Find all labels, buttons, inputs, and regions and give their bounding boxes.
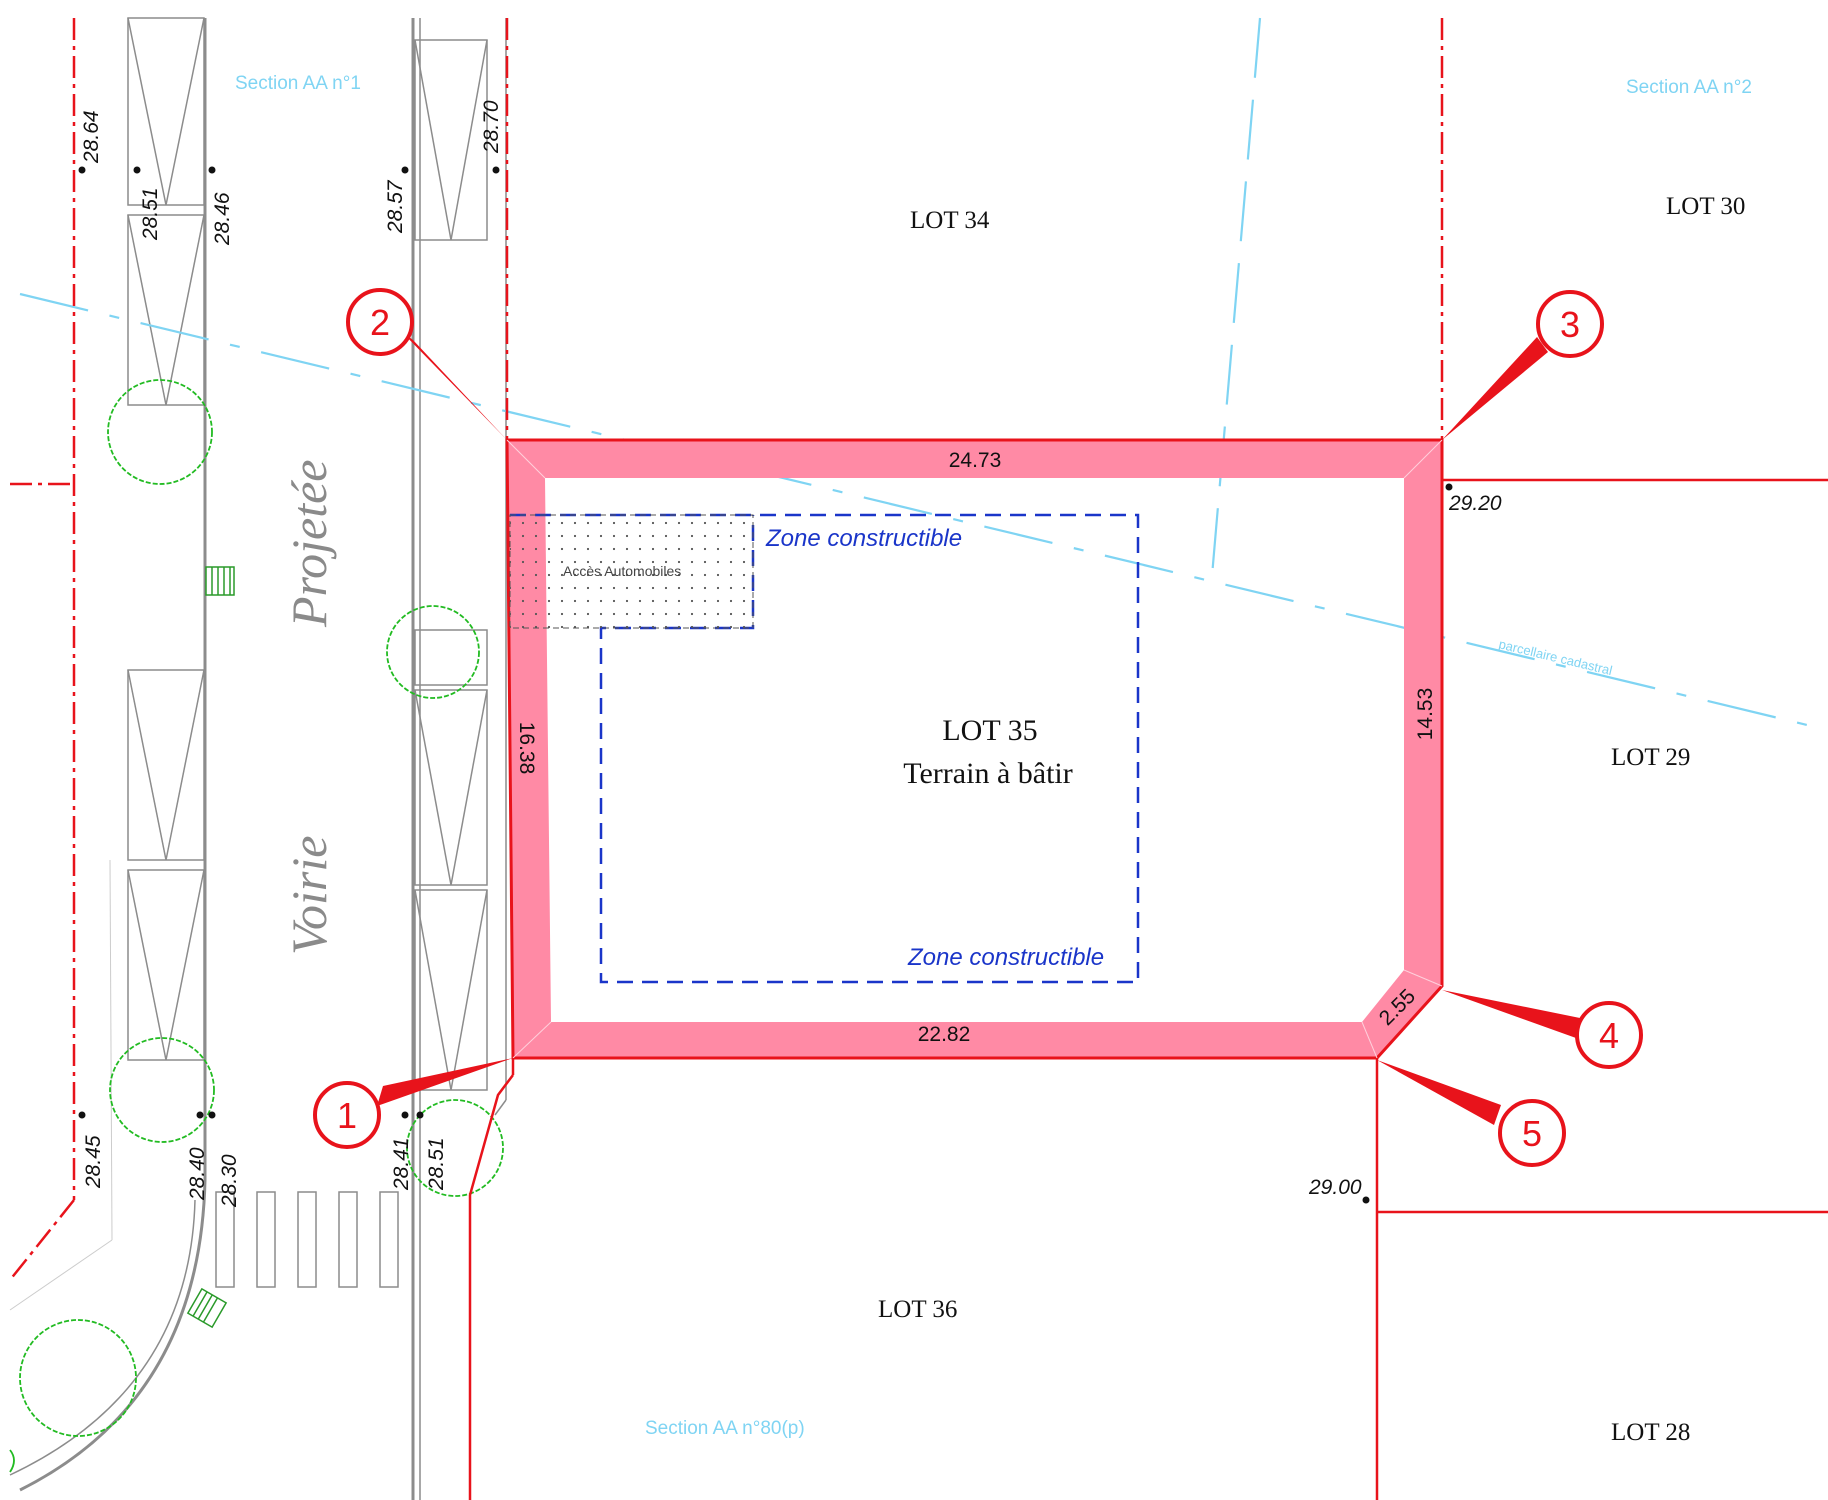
lot-35-label: LOT 35: [942, 714, 1037, 747]
tree-icon: [406, 1099, 504, 1197]
altitude-label: 28.46: [211, 192, 234, 246]
altitude-label: 29.20: [1448, 492, 1502, 515]
tree-icon: [386, 605, 480, 699]
road-curve-inner: [9, 1199, 196, 1476]
road-curve: [19, 1179, 207, 1492]
marker-pointer: [1442, 337, 1548, 440]
parking-bay: [127, 17, 205, 206]
section-label: Section AA n°2: [1626, 77, 1752, 98]
road-name-word: Projetée: [281, 459, 337, 628]
parking-bay: [414, 39, 488, 241]
parking-bay: [414, 689, 488, 886]
faint-line: [109, 859, 113, 1241]
altitude-label: 28.57: [384, 179, 407, 234]
marker-3: [1536, 290, 1604, 358]
sidewalk-corner: [494, 1099, 507, 1116]
tree-icon: [109, 1037, 215, 1143]
dimension-left: 16.38: [515, 722, 538, 775]
marker-pointer: [1442, 990, 1580, 1038]
altitude-label: 28.45: [82, 1135, 105, 1189]
parking-bay: [127, 214, 205, 406]
marker-number: 3: [1560, 304, 1580, 345]
altitude-label: 28.51: [139, 187, 162, 241]
drain-icon: [205, 566, 235, 596]
lot-label: LOT 34: [910, 207, 990, 234]
marker-pointer: [1377, 1060, 1501, 1125]
cadastral-lines: [19, 17, 1828, 732]
marker-number: 5: [1522, 1113, 1542, 1154]
marker-5: [1498, 1099, 1566, 1167]
marker-number: 1: [337, 1095, 357, 1136]
tree-icon: [19, 1319, 137, 1437]
altitude-label: 28.30: [218, 1154, 241, 1208]
parking-gap: [414, 629, 488, 686]
parking-bays: [127, 17, 488, 1091]
lot-label: LOT 29: [1611, 744, 1690, 771]
crosswalk: [215, 1191, 399, 1288]
cadastral-label: parcellaire cadastral: [1497, 636, 1614, 678]
altitude-label: 28.64: [80, 110, 103, 164]
corner-markers: 1 2 3 4 5: [313, 288, 1643, 1167]
altitude-label: 28.41: [390, 1137, 413, 1191]
dimension-top: 24.73: [949, 449, 1002, 472]
altitude-label: 28.40: [186, 1147, 209, 1201]
marker-1: [313, 1081, 381, 1149]
faint-line: [9, 1239, 113, 1311]
parking-bay: [414, 889, 488, 1091]
drain-icon: [186, 1287, 228, 1329]
altitude-label: 28.70: [480, 100, 503, 154]
altitude-label: 29.00: [1308, 1176, 1362, 1199]
lot-label: LOT 36: [878, 1296, 957, 1323]
parking-bay: [127, 869, 205, 1061]
parcel-outline: [505, 438, 1444, 1060]
section-label: Section AA n°1: [235, 73, 361, 94]
marker-pointer: [400, 330, 507, 440]
marker-number: 4: [1599, 1015, 1619, 1056]
trees: [9, 379, 504, 1473]
tree-icon: [107, 379, 213, 485]
marker-4: [1575, 1001, 1643, 1069]
dimension-bottom: 22.82: [918, 1023, 971, 1046]
zone-label: Zone constructible: [907, 944, 1104, 971]
section-label: Section AA n°80(p): [645, 1418, 805, 1439]
zone-label: Zone constructible: [765, 525, 962, 552]
lot-label: LOT 28: [1611, 1419, 1690, 1446]
road-name-word: Voirie: [281, 836, 337, 955]
altitude-label: 28.51: [425, 1137, 448, 1191]
marker-number: 2: [370, 302, 390, 343]
marker-pointer: [377, 1058, 513, 1106]
access-label: Accès Automobiles: [563, 563, 681, 579]
property-lines: [9, 18, 1828, 1500]
dimension-right: 14.53: [1414, 688, 1437, 741]
access-area: [509, 514, 754, 629]
parcel-lot-35: [505, 438, 1444, 1060]
altitude-points: [78, 166, 1453, 1204]
tree-icon: [9, 1449, 15, 1473]
marker-2: [346, 288, 414, 356]
parking-bay: [127, 669, 205, 861]
lot-35-sublabel: Terrain à bâtir: [903, 757, 1072, 790]
lot-label: LOT 30: [1666, 193, 1745, 220]
